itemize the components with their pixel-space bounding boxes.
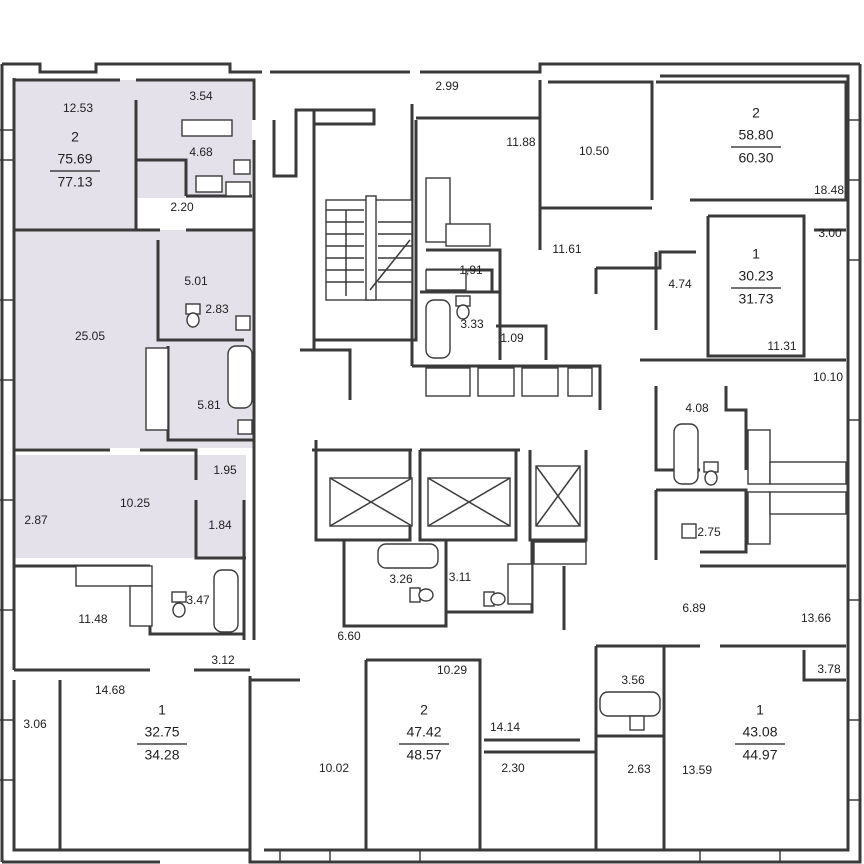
outer-walls (0, 62, 862, 864)
room-area: 3.33 (460, 317, 484, 331)
room-area: 3.78 (817, 662, 841, 676)
room-area: 4.74 (668, 277, 692, 291)
elevators (329, 465, 581, 527)
room-area-labels: 12.53 3.54 4.68 2.20 25.05 5.01 2.83 5.8… (23, 79, 844, 777)
room-area: 3.11 (449, 570, 472, 584)
room-area: 10.25 (120, 496, 150, 510)
room-count: 2 (71, 129, 79, 145)
room-area: 13.59 (682, 763, 712, 777)
room-area: 3.26 (389, 572, 413, 586)
room-area: 5.81 (197, 398, 221, 412)
room-area: 10.10 (813, 370, 843, 384)
apartment-label-6: 1 43.08 44.97 (735, 702, 785, 763)
living-area: 32.75 (144, 724, 179, 740)
apartment-label-5: 1 30.23 31.73 (731, 246, 781, 307)
total-area: 48.57 (406, 747, 441, 763)
room-area: 5.01 (184, 274, 208, 288)
total-area: 77.13 (57, 174, 92, 190)
room-area: 11.88 (506, 135, 535, 149)
total-area: 60.30 (738, 150, 773, 166)
room-area: 14.14 (490, 720, 520, 734)
room-area: 6.89 (682, 601, 706, 615)
room-area: 10.29 (437, 663, 467, 677)
room-area: 2.83 (205, 302, 229, 316)
apartment-label-1: 2 75.69 77.13 (50, 129, 100, 190)
room-area: 3.56 (621, 673, 645, 687)
room-count: 2 (420, 702, 428, 718)
room-area: 14.68 (95, 683, 125, 697)
room-area: 25.05 (75, 329, 105, 343)
living-area: 47.42 (406, 724, 441, 740)
windows (0, 119, 860, 862)
kitchen-counters (75, 177, 847, 627)
room-count: 1 (158, 702, 166, 718)
living-area: 58.80 (738, 127, 773, 143)
apartment-label-2: 1 32.75 34.28 (137, 702, 187, 763)
room-area: 18.48 (814, 183, 844, 197)
room-area: 4.08 (685, 401, 709, 415)
total-area: 34.28 (144, 747, 179, 763)
room-area: 12.53 (63, 101, 93, 115)
room-count: 2 (752, 105, 760, 121)
room-count: 1 (752, 246, 760, 262)
room-area: 11.61 (552, 242, 581, 256)
living-area: 75.69 (57, 151, 92, 167)
room-area: 13.66 (801, 611, 831, 625)
room-area: 4.68 (189, 145, 213, 159)
room-area: 2.63 (627, 762, 651, 776)
room-area: 2.75 (697, 525, 721, 539)
room-area: 1.84 (208, 518, 232, 532)
living-area: 30.23 (738, 268, 773, 284)
living-area: 43.08 (742, 724, 777, 740)
room-area: 1.95 (213, 463, 237, 477)
bathtubs (181, 119, 699, 717)
room-area: 2.20 (170, 200, 194, 214)
room-area: 3.00 (818, 226, 842, 240)
room-area: 3.06 (23, 717, 47, 731)
room-area: 2.99 (435, 79, 459, 93)
total-area: 31.73 (738, 291, 773, 307)
room-area: 10.02 (319, 761, 349, 775)
room-area: 11.31 (767, 339, 796, 353)
highlighted-apartment (14, 80, 254, 558)
total-area: 44.97 (742, 747, 777, 763)
room-count: 1 (756, 702, 764, 718)
room-area: 1.09 (500, 331, 524, 345)
room-area: 2.87 (24, 513, 48, 527)
utility-shafts (425, 367, 593, 397)
room-area: 1,91 (459, 263, 483, 277)
room-area: 3.54 (189, 89, 213, 103)
apartment-label-3: 2 47.42 48.57 (399, 702, 449, 763)
room-area: 6.60 (337, 629, 361, 643)
apartment-label-4: 2 58.80 60.30 (731, 105, 781, 166)
room-area: 10.50 (579, 144, 609, 158)
room-area: 2.30 (501, 761, 525, 775)
staircase (325, 195, 413, 301)
room-area: 3.47 (186, 593, 210, 607)
room-area: 11.48 (78, 612, 107, 626)
room-area: 3.12 (211, 653, 235, 667)
sanitary-fixtures (171, 159, 719, 731)
